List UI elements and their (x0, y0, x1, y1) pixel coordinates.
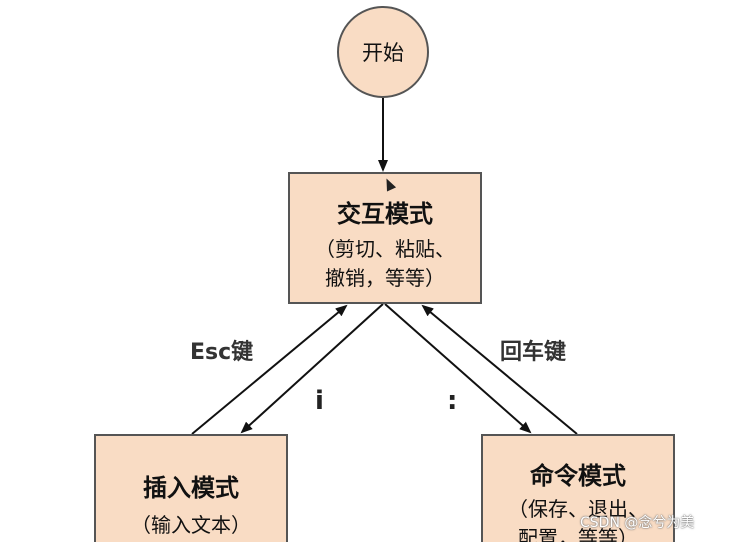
insert-mode-title: 插入模式 (143, 474, 239, 502)
insert-mode-desc-line1: （输入文本） (131, 513, 251, 537)
command-mode-desc-line2: 配置，等等） (518, 526, 638, 542)
edge-label-colon: : (447, 386, 458, 416)
interactive-mode-desc-line2: 撤销，等等） (325, 266, 445, 290)
arrow-command-to-interactive (421, 304, 578, 435)
watermark-text: CSDN @念兮为美 (580, 515, 695, 531)
interactive-mode-desc-line1: （剪切、粘贴、 (315, 237, 455, 261)
arrow-interactive-to-insert (240, 303, 384, 434)
arrow-interactive-to-command (384, 303, 532, 434)
interactive-mode-title: 交互模式 (337, 200, 433, 228)
command-mode-box: 命令模式 （保存、退出、 配置，等等） (481, 434, 675, 542)
command-mode-desc-line1: （保存、退出、 (508, 497, 648, 521)
edge-label-enter: 回车键 (500, 340, 567, 365)
command-mode-title: 命令模式 (530, 462, 626, 490)
start-node: 开始 (337, 6, 429, 98)
insert-mode-box: 插入模式 （输入文本） (94, 434, 288, 542)
arrow-insert-to-interactive (191, 304, 348, 435)
interactive-mode-box: 交互模式 （剪切、粘贴、 撤销，等等） (288, 172, 482, 304)
edge-label-esc: Esc键 (190, 340, 254, 365)
start-label: 开始 (362, 41, 404, 65)
edge-label-i: i (315, 386, 324, 416)
